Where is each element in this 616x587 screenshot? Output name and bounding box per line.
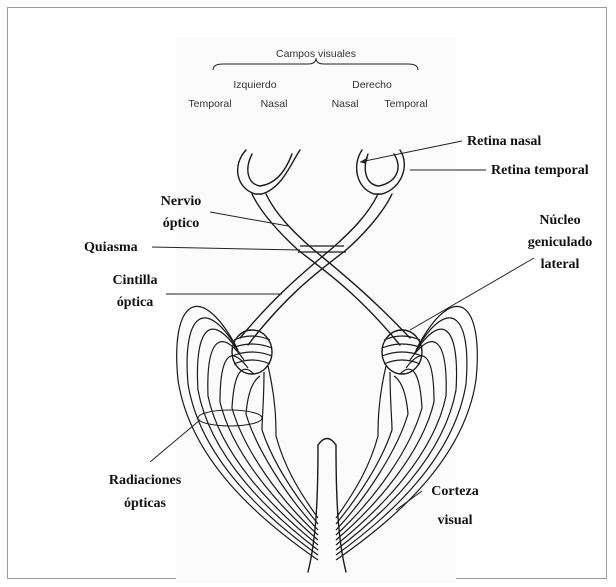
label-cintilla-optica-1: Cintilla bbox=[112, 273, 157, 288]
right-eye bbox=[357, 150, 405, 194]
field-right-temporal: Temporal bbox=[384, 98, 427, 110]
field-left-temporal: Temporal bbox=[188, 98, 231, 110]
label-corteza-visual-2: visual bbox=[437, 513, 472, 528]
label-radiaciones-2: ópticas bbox=[124, 496, 167, 511]
field-left-nasal: Nasal bbox=[261, 98, 288, 110]
label-nucleo-3: lateral bbox=[541, 257, 580, 272]
leader-quiasma bbox=[152, 247, 300, 250]
label-corteza-visual-1: Corteza bbox=[431, 484, 478, 499]
arrow-retina-nasal bbox=[360, 157, 368, 164]
label-retina-nasal: Retina nasal bbox=[467, 134, 541, 149]
right-eye-label: Derecho bbox=[352, 79, 392, 91]
label-retina-temporal: Retina temporal bbox=[491, 163, 589, 178]
label-nervio-optico-2: óptico bbox=[163, 216, 200, 231]
label-nucleo-1: Núcleo bbox=[539, 213, 580, 228]
leader-nervio-optico bbox=[210, 212, 288, 226]
left-eye bbox=[238, 150, 300, 194]
label-nucleo-2: geniculado bbox=[528, 235, 593, 250]
leader-retina-nasal bbox=[360, 141, 462, 162]
label-nervio-optico-1: Nervio bbox=[161, 194, 201, 209]
optic-nerves-and-chiasm bbox=[240, 194, 410, 345]
label-radiaciones-1: Radiaciones bbox=[109, 473, 182, 488]
leader-radiaciones bbox=[150, 420, 200, 462]
visual-fields-brace bbox=[213, 58, 418, 70]
field-right-nasal: Nasal bbox=[332, 98, 359, 110]
label-cintilla-optica-2: óptica bbox=[117, 295, 154, 310]
radiations-marker-ellipse bbox=[198, 410, 262, 426]
left-eye-label: Izquierdo bbox=[233, 79, 276, 91]
label-quiasma: Quiasma bbox=[84, 240, 138, 255]
